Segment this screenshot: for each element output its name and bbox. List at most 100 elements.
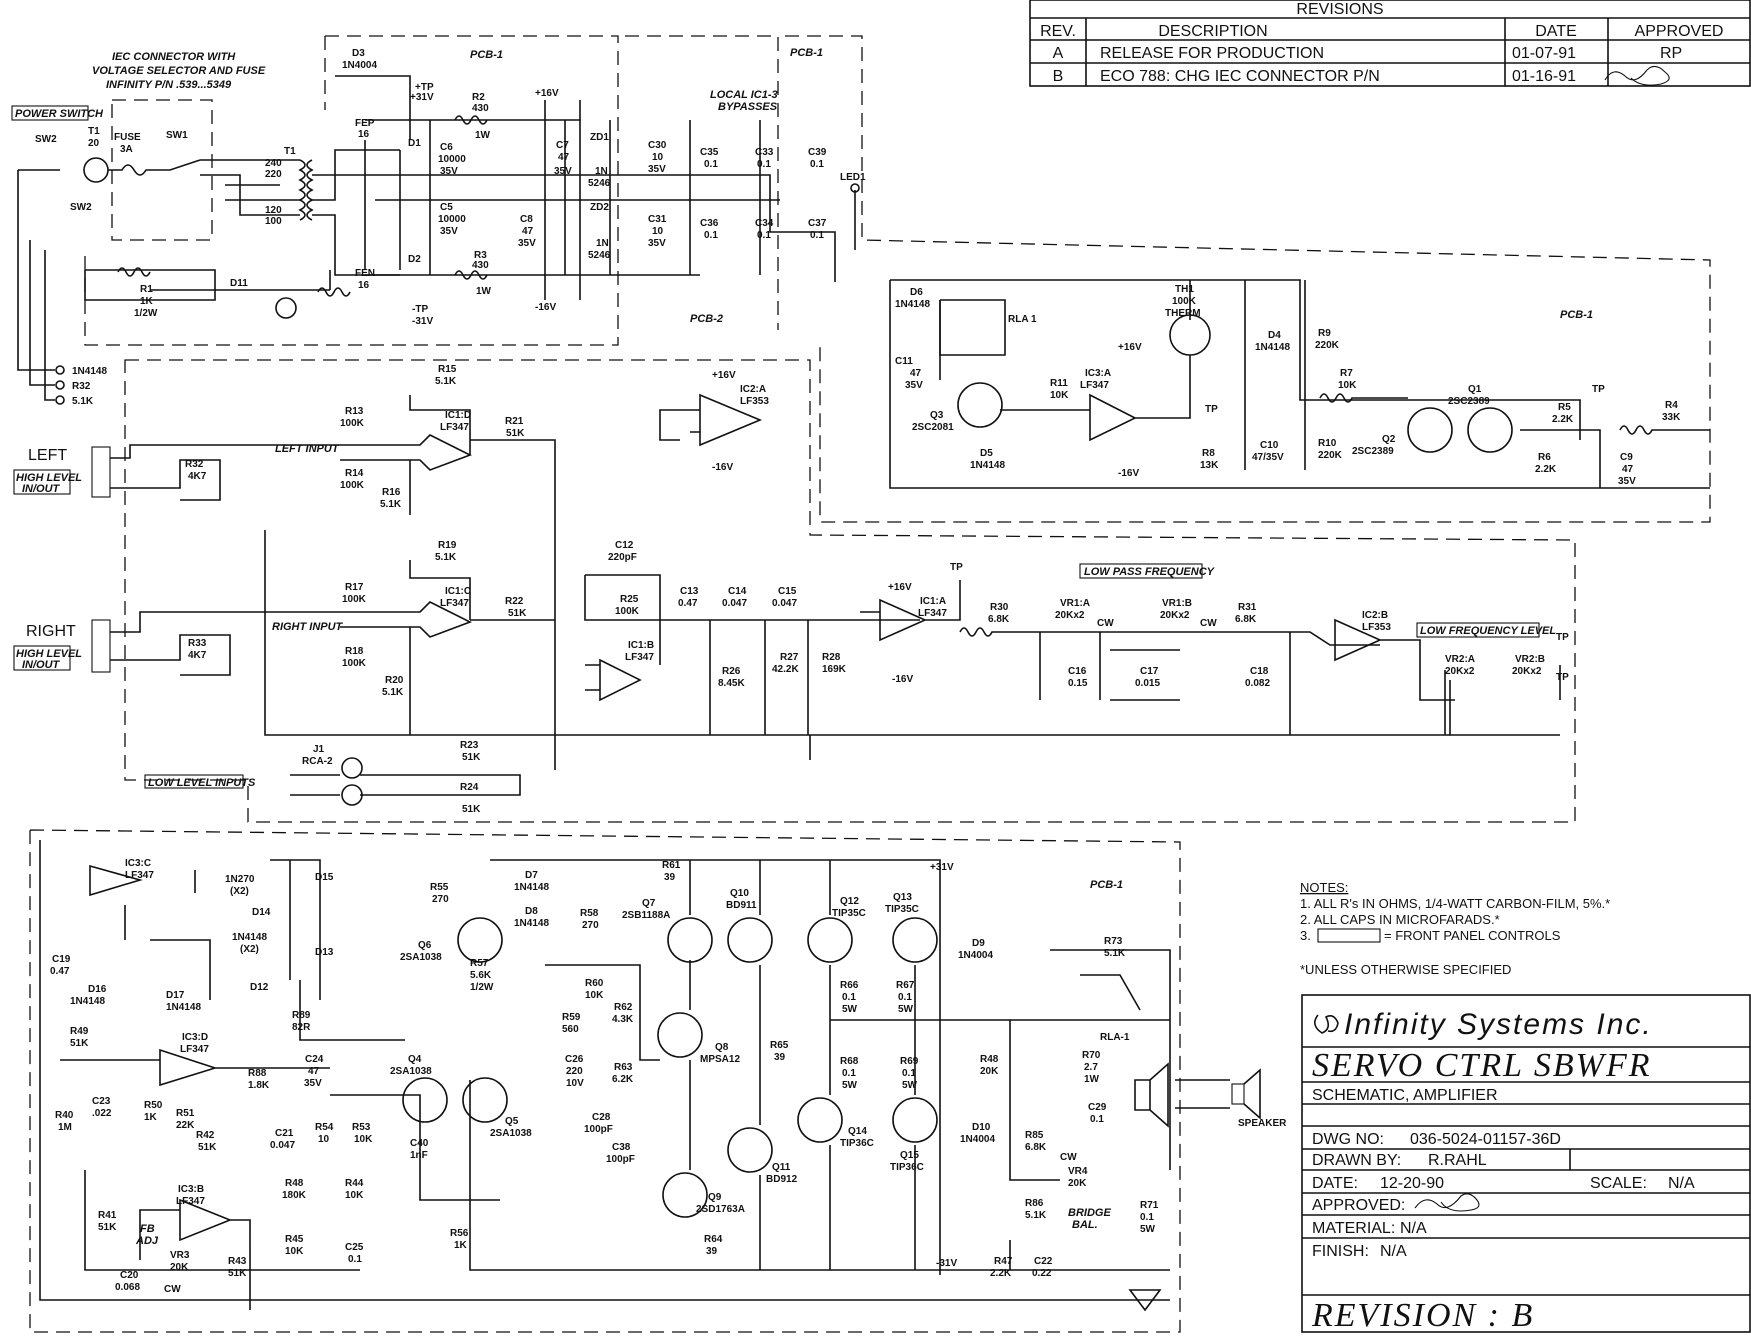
c28-label: C28: [592, 1112, 611, 1123]
minus-16v-rail: -16V: [535, 302, 556, 313]
zd2-value1: 1N: [596, 238, 609, 249]
q7-part: 2SB1188A: [622, 910, 670, 921]
vr2a-value: 20Kx2: [1445, 666, 1475, 677]
r8-label: R8: [1202, 448, 1215, 459]
r71-watt: 5W: [1140, 1224, 1156, 1235]
c23-label: C23: [92, 1096, 111, 1107]
mains-l: 5.1K: [72, 396, 94, 407]
ic1a-label: IC1:A: [920, 596, 946, 607]
r7-label: R7: [1340, 368, 1353, 379]
r24-label: R24: [460, 782, 479, 793]
r70-value: 2.7: [1084, 1062, 1098, 1073]
q15-label: Q15: [900, 1150, 919, 1161]
local-bypass-label1: LOCAL IC1-3: [710, 89, 778, 101]
r68-value: 0.1: [842, 1068, 856, 1079]
iec-note-line2: VOLTAGE SELECTOR AND FUSE: [92, 65, 266, 77]
ic2b-label: IC2:B: [1362, 610, 1388, 621]
vr1a-cw: CW: [1097, 618, 1114, 629]
drawn-by-value: R.RAHL: [1428, 1152, 1487, 1169]
r21-value: 51K: [506, 428, 525, 439]
d12-label: D12: [250, 982, 269, 993]
d12-d13-type: 1N4148: [232, 932, 267, 943]
minus-tp-label: -TP: [412, 304, 428, 315]
r1-watt: 1/2W: [134, 308, 158, 319]
company-name: Infinity Systems Inc.: [1344, 1008, 1653, 1041]
q4-label: Q4: [408, 1054, 422, 1065]
date-label: DATE:: [1312, 1175, 1358, 1192]
left-input-net: LEFT INPUT: [275, 443, 340, 455]
vr3-cw: CW: [164, 1284, 181, 1295]
r53-value: 10K: [354, 1134, 373, 1145]
d16-value: 1N4148: [70, 996, 105, 1007]
r19-label: R19: [438, 540, 457, 551]
pcb2-label: PCB-2: [690, 313, 723, 325]
ic2a-supply-neg: -16V: [712, 462, 733, 473]
ic1a-tp: TP: [950, 562, 963, 573]
r15-value: 5.1K: [435, 376, 457, 387]
q2-part: 2SC2389: [1352, 446, 1394, 457]
r51-label: R51: [176, 1108, 195, 1119]
low-level-inputs-label: LOW LEVEL INPUTS: [148, 777, 256, 789]
c34-value: 0.1: [757, 230, 771, 241]
d8-label: D8: [525, 906, 538, 917]
dwg-no-label: DWG NO:: [1312, 1131, 1384, 1148]
scale-label: SCALE:: [1590, 1175, 1647, 1192]
q2-label: Q2: [1382, 434, 1396, 445]
c30-value: 10: [652, 152, 664, 163]
d17-value: 1N4148: [166, 1002, 201, 1013]
d7-label: D7: [525, 870, 538, 881]
r4-value: 33K: [1662, 412, 1681, 423]
j1-label: J1: [313, 744, 325, 755]
r69-value: 0.1: [902, 1068, 916, 1079]
plus-16v-rail: +16V: [535, 88, 559, 99]
left-input-label: LEFT: [28, 447, 67, 464]
pcb-outlines: PCB-1 PCB-1 PCB-1 PCB-2 PCB-1: [29, 35, 1711, 1333]
c12-value: 220pF: [608, 552, 637, 563]
low-pass-frequency-label: LOW PASS FREQUENCY: [1084, 566, 1216, 578]
power-switch-label: POWER SWITCH: [15, 108, 104, 120]
r65-label: R65: [770, 1040, 789, 1051]
c23-value: .022: [92, 1108, 112, 1119]
c15-label: C15: [778, 586, 797, 597]
fuse-value: 3A: [120, 144, 133, 155]
c6-value: 10000: [438, 154, 466, 165]
pcb1-label-top: PCB-1: [470, 49, 503, 61]
rev-a-date: 01-07-91: [1512, 45, 1576, 62]
vr3-value: 20K: [170, 1262, 189, 1273]
r5-value: 2.2K: [1552, 414, 1574, 425]
c24-voltage: 35V: [304, 1078, 322, 1089]
c26-label: C26: [565, 1054, 584, 1065]
r31-value: 6.8K: [1235, 614, 1257, 625]
r47-label: R47: [994, 1256, 1013, 1267]
ic1b-label: IC1:B: [628, 640, 654, 651]
q6-part: 2SA1038: [400, 952, 442, 963]
r26-value: 8.45K: [718, 678, 745, 689]
q8-part: MPSA12: [700, 1054, 740, 1065]
rla1-label: RLA 1: [1008, 314, 1037, 325]
r17-label: R17: [345, 582, 364, 593]
mains-e: R32: [72, 381, 91, 392]
c11-value: 47: [910, 368, 922, 379]
r67-value: 0.1: [898, 992, 912, 1003]
r27-label: R27: [780, 652, 799, 663]
r61-label: R61: [662, 860, 681, 871]
vr4-value: 20K: [1068, 1178, 1087, 1189]
product-name: SERVO CTRL SBWFR: [1312, 1047, 1652, 1084]
r43-value: 51K: [228, 1268, 247, 1279]
c21-value: 0.047: [270, 1140, 295, 1151]
c36-label: C36: [700, 218, 719, 229]
vr1b-label: VR1:B: [1162, 598, 1192, 609]
c20-label: C20: [120, 1270, 139, 1281]
date-col-header: DATE: [1535, 23, 1576, 40]
r60-value: 10K: [585, 990, 604, 1001]
r8-value: 13K: [1200, 460, 1219, 471]
c25-value: 0.1: [348, 1254, 362, 1265]
r43-label: R43: [228, 1256, 247, 1267]
approved-signature: [1414, 1193, 1480, 1212]
fb-adj-label1: FB: [140, 1223, 155, 1235]
note-1: 1. ALL R's IN OHMS, 1/4-WATT CARBON-FILM…: [1300, 896, 1610, 911]
ic3c-label: IC3:C: [125, 858, 151, 869]
infinity-logo: [1314, 1014, 1339, 1034]
rev-b: B: [1053, 68, 1064, 85]
